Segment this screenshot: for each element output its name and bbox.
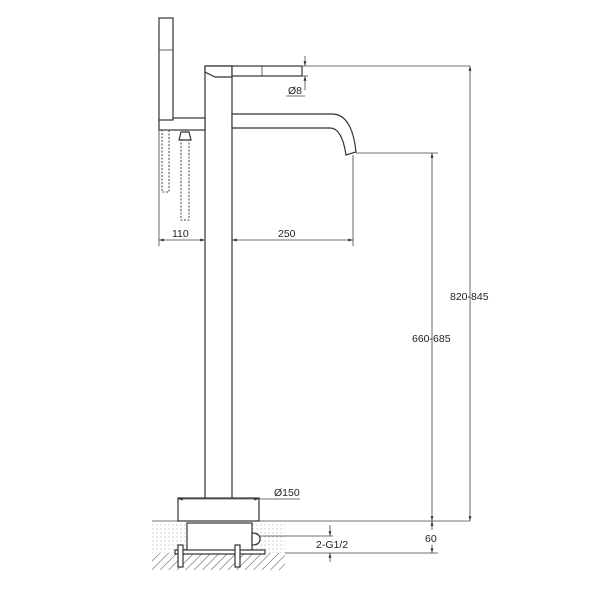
- hose: [180, 139, 190, 221]
- floor-depth-label: 60: [425, 533, 437, 545]
- handshower-holder: [158, 117, 206, 131]
- spout: [231, 113, 357, 156]
- lever-handle: [231, 65, 303, 77]
- faucet-body: [158, 17, 357, 522]
- mounting-box: [186, 522, 253, 552]
- handshower: [158, 17, 174, 121]
- anchor-bolt: [234, 544, 241, 568]
- anchor-bolt: [177, 544, 184, 568]
- floor-section: [152, 520, 470, 570]
- total-height-label: 820-845: [450, 291, 489, 303]
- base-diameter-label: Ø150: [274, 487, 300, 499]
- inlet-connector: [251, 532, 261, 546]
- handle-diameter-label: Ø8: [288, 85, 302, 97]
- dimension-lines: [158, 56, 472, 562]
- connection-label: 2-G1/2: [316, 539, 348, 551]
- column: [204, 65, 233, 499]
- base-flange: [177, 497, 260, 522]
- hose: [161, 129, 170, 193]
- handshower-offset-label: 110: [172, 228, 189, 240]
- spout-reach-label: 250: [278, 228, 296, 240]
- spout-height-label: 660-685: [412, 333, 451, 345]
